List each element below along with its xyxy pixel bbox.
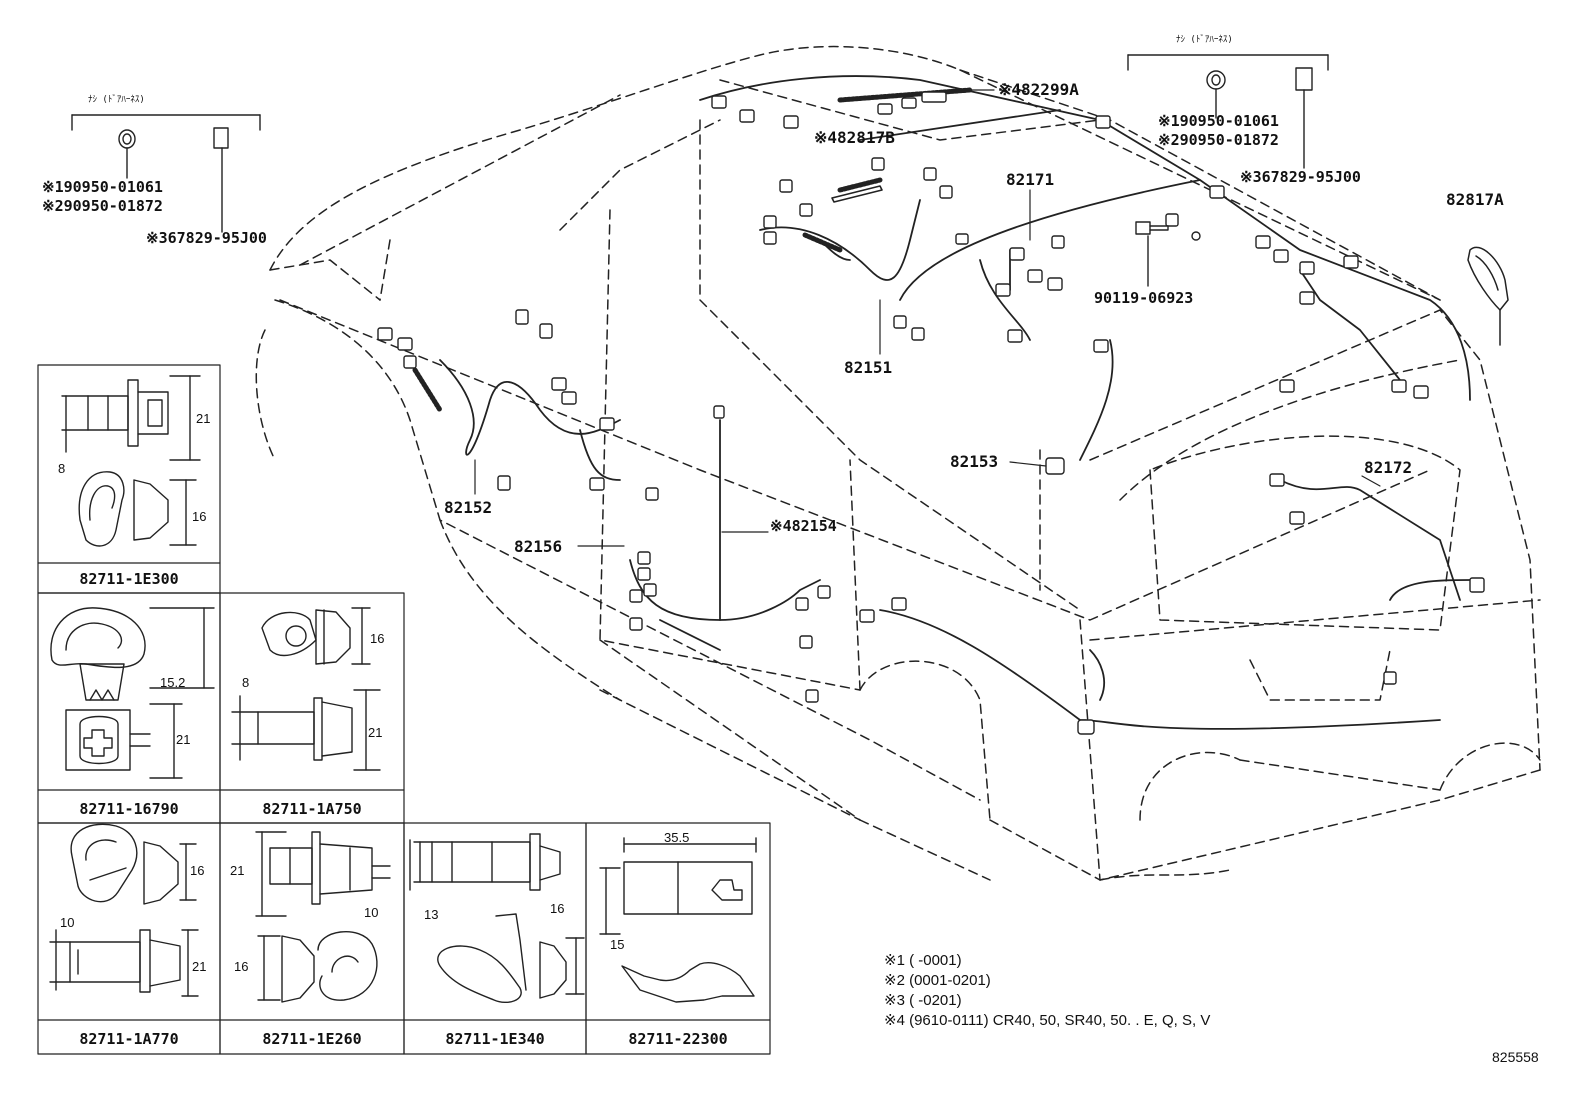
dim-1a750-width: 8	[242, 675, 250, 690]
clip-1a750	[231, 607, 381, 771]
clip-16790	[50, 607, 215, 779]
callout-82172: 82172	[1364, 458, 1413, 477]
part-82711-22300: 82711-22300	[628, 1030, 728, 1048]
clip-1e260	[255, 831, 411, 1003]
dim-1e340-clip: 16	[550, 901, 565, 916]
left-group-header: ﾅｼ (ﾄﾞｱﾊｰﾈｽ)	[88, 95, 145, 105]
callout-82154: ※482154	[770, 517, 837, 535]
callout-right-grommet-2: ※290950-01872	[1158, 131, 1279, 149]
dim-1a770-bottom: 21	[192, 959, 207, 974]
part-82711-1e340: 82711-1E340	[445, 1030, 545, 1048]
footnote-1: ※1 ( -0001)	[884, 952, 962, 969]
callout-82153: 82153	[950, 452, 999, 471]
clip-1e300	[61, 375, 201, 547]
left-grommet-group	[71, 114, 261, 233]
dim-1e340-side: 13	[424, 907, 439, 922]
callout-left-grommet-1: ※190950-01061	[42, 178, 163, 196]
dim-1e300-width: 8	[58, 461, 66, 476]
dim-1e260-width: 10	[364, 905, 379, 920]
callout-82817a: 82817A	[1446, 190, 1504, 209]
footnote-4: ※4 (9610-0111) CR40, 50, SR40, 50. . E, …	[884, 1012, 1211, 1029]
connectors	[377, 91, 1485, 735]
dim-1a770-width: 10	[60, 915, 75, 930]
dim-16790-bottom: 21	[176, 732, 191, 747]
bolt-icon	[1135, 221, 1201, 287]
callout-82156: 82156	[514, 537, 563, 556]
dim-22300-height: 15	[610, 937, 625, 952]
callout-82151: 82151	[844, 358, 893, 377]
part-82711-1e300: 82711-1E300	[79, 570, 179, 588]
dim-1e300-clip: 16	[192, 509, 207, 524]
callout-82817b: ※482817B	[814, 128, 895, 147]
clip-drawings	[49, 375, 757, 1004]
wire-harnesses	[439, 75, 1471, 730]
right-group-header: ﾅｼ (ﾄﾞｱﾊｰﾈｽ)	[1176, 35, 1233, 45]
clip-1e340	[413, 833, 585, 1004]
dim-16790-top: 15.2	[160, 675, 186, 690]
clip-1a770	[49, 823, 199, 997]
footnote-3: ※3 ( -0201)	[884, 992, 962, 1009]
footnote-2: ※2 (0001-0201)	[884, 972, 991, 989]
callout-82299a: ※482299A	[998, 80, 1079, 99]
dim-1a750-bottom: 21	[368, 725, 383, 740]
part-82711-1a750: 82711-1A750	[262, 800, 362, 818]
callout-90119-06923: 90119-06923	[1094, 289, 1194, 307]
leader-lines	[474, 89, 1381, 547]
diagram-id: 825558	[1492, 1049, 1539, 1065]
clip-22300	[599, 837, 757, 1003]
dim-1a750-top: 16	[370, 631, 385, 646]
callout-right-cover: ※367829-95J00	[1240, 168, 1361, 186]
dim-1e260-bottom: 16	[234, 959, 249, 974]
clip-panel-grid	[37, 364, 771, 1055]
callout-left-grommet-2: ※290950-01872	[42, 197, 163, 215]
harness-82817b-shape	[831, 185, 883, 203]
dim-1e300-height: 21	[196, 411, 211, 426]
callout-right-grommet-1: ※190950-01061	[1158, 112, 1279, 130]
corrugated-tubes	[412, 87, 973, 413]
callout-82171: 82171	[1006, 170, 1055, 189]
part-82711-16790: 82711-16790	[79, 800, 179, 818]
right-grommet-group	[1127, 54, 1329, 169]
part-82817a-shape	[1467, 246, 1509, 346]
dim-1a770-top: 16	[190, 863, 205, 878]
part-82711-1e260: 82711-1E260	[262, 1030, 362, 1048]
part-82711-1a770: 82711-1A770	[79, 1030, 179, 1048]
callout-82152: 82152	[444, 498, 493, 517]
dim-1e260-top: 21	[230, 863, 245, 878]
callout-left-cover: ※367829-95J00	[146, 229, 267, 247]
dim-22300-width: 35.5	[664, 830, 690, 845]
